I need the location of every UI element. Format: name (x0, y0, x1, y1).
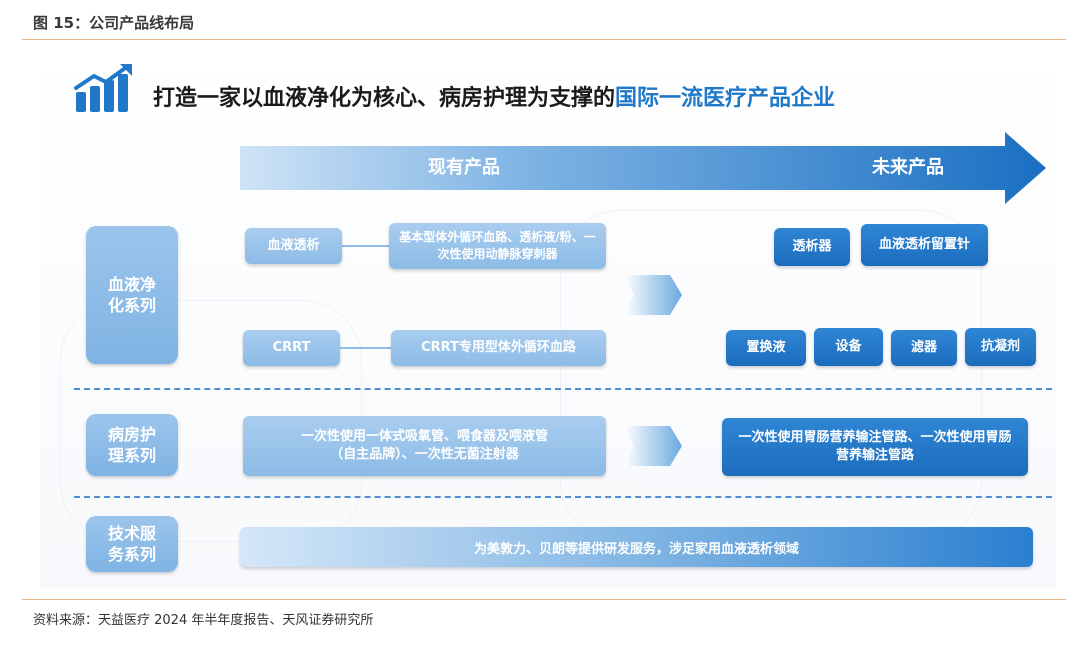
source-note: 资料来源：天益医疗 2024 年半年度报告、天风证券研究所 (33, 613, 374, 628)
row-label-blood-purification: 血液净化系列 (86, 226, 178, 364)
connector-hemodialysis (342, 245, 390, 247)
current-ward-products: 一次性使用一体式吸氧管、喂食器及喂液管（自主品牌）、一次性无菌注射器 (243, 416, 606, 476)
timeline-arrow (240, 132, 1046, 204)
row-divider (74, 388, 1052, 390)
future-replacement-fluid: 置换液 (726, 330, 806, 366)
headline-main: 打造一家以血液净化为核心、病房护理为支撑的 (153, 86, 616, 111)
arrow-label-current: 现有产品 (428, 157, 500, 178)
chevron-right-icon (624, 426, 682, 466)
future-dialysis-indwelling-needle: 血液透析留置针 (861, 224, 988, 266)
chevron-right-icon (624, 275, 682, 315)
future-dialyzer: 透析器 (774, 228, 850, 266)
row-divider (74, 496, 1052, 498)
future-equipment: 设备 (814, 328, 883, 366)
headline: 打造一家以血液净化为核心、病房护理为支撑的国际一流医疗产品企业 (153, 80, 835, 112)
headline-highlight: 国际一流医疗产品企业 (615, 86, 836, 111)
bottom-rule (22, 599, 1066, 600)
chart-growth-icon (74, 64, 132, 112)
technical-services-content: 为美敦力、贝朗等提供研发服务，涉足家用血液透析领域 (240, 527, 1033, 567)
detail-crrt: CRRT专用型体外循环血路 (391, 330, 606, 366)
future-filter: 滤器 (891, 330, 957, 366)
item-hemodialysis: 血液透析 (245, 228, 342, 264)
row-label-ward-care: 病房护理系列 (86, 414, 178, 476)
connector-crrt (340, 347, 392, 349)
top-rule (22, 39, 1066, 40)
future-anticoagulant: 抗凝剂 (965, 328, 1036, 366)
diagram-panel (40, 48, 1056, 588)
figure-title: 图 15：公司产品线布局 (33, 14, 195, 32)
arrow-label-future: 未来产品 (872, 157, 944, 178)
item-crrt: CRRT (243, 330, 340, 366)
future-ward-products: 一次性使用胃肠营养输注管路、一次性使用胃肠营养输注管路 (722, 418, 1028, 476)
row-label-technical-services: 技术服务系列 (86, 516, 178, 572)
detail-hemodialysis: 基本型体外循环血路、透析液/粉、一次性使用动静脉穿刺器 (389, 223, 606, 269)
